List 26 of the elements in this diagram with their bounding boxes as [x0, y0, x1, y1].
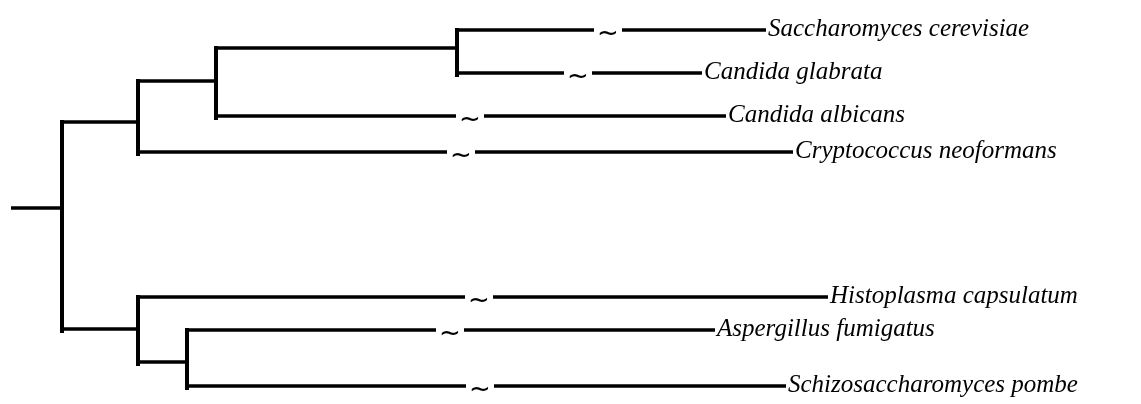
branch-line — [189, 384, 786, 388]
clade-bar — [136, 295, 140, 366]
clade-bar — [136, 79, 140, 156]
species-label: Histoplasma capsulatum — [830, 281, 1078, 309]
species-label: Aspergillus fumigatus — [717, 314, 935, 342]
branch-line — [140, 295, 828, 299]
species-label: Cryptococcus neoformans — [795, 136, 1057, 164]
clade-bar — [455, 28, 459, 77]
clade-bar — [214, 46, 218, 120]
branch-line — [64, 327, 136, 331]
branch-line — [218, 114, 726, 118]
branch-line — [140, 79, 214, 83]
branch-line — [459, 28, 766, 32]
branch-line — [140, 150, 793, 154]
species-label: Candida albicans — [728, 100, 906, 128]
branch-line — [11, 206, 60, 210]
branch-line — [189, 328, 715, 332]
branch-line — [140, 360, 185, 364]
branch-line — [218, 46, 455, 50]
clade-bar — [60, 120, 64, 333]
species-label: Saccharomyces cerevisiae — [768, 14, 1030, 42]
branch-line — [64, 120, 136, 124]
branch-line — [459, 71, 702, 75]
species-label: Candida glabrata — [704, 57, 883, 85]
species-label: Schizosaccharomyces pombe — [788, 370, 1078, 398]
clade-bar — [185, 328, 189, 390]
